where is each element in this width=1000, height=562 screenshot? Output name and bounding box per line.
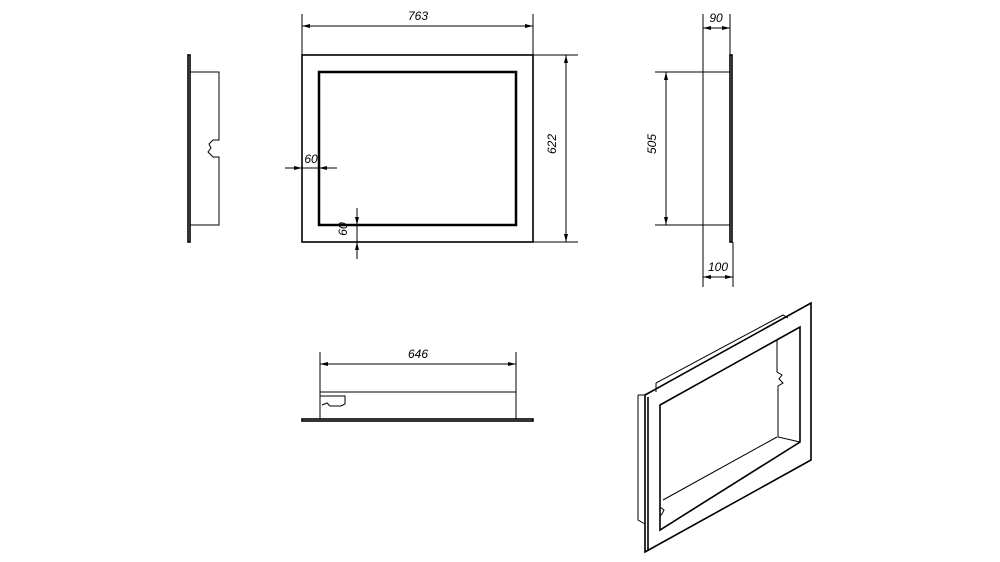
isometric-view <box>637 301 812 554</box>
dimension-label-646: 646 <box>408 347 428 361</box>
dimension-frame-side: 60 <box>285 152 337 170</box>
dimension-total-depth: 100 <box>702 225 734 287</box>
dimension-label-60-side: 60 <box>304 152 318 166</box>
dimension-label-763: 763 <box>408 9 428 23</box>
right-side-view <box>702 54 733 243</box>
dimension-label-622: 622 <box>545 134 559 154</box>
dimension-label-100: 100 <box>708 260 728 274</box>
front-view <box>301 54 534 243</box>
dimension-label-60-bottom: 60 <box>336 222 350 236</box>
dimension-label-505: 505 <box>645 134 659 154</box>
dimension-label-90: 90 <box>709 11 723 25</box>
dimension-frame-bottom: 60 <box>336 208 359 259</box>
dimension-overall-height: 622 <box>533 54 578 243</box>
dimension-overall-width: 763 <box>301 9 534 55</box>
bottom-view <box>301 391 534 422</box>
dimension-box-width: 646 <box>319 347 517 392</box>
dimension-box-height: 505 <box>645 71 703 226</box>
dimension-box-depth: 90 <box>702 11 731 72</box>
left-side-view <box>187 54 220 243</box>
